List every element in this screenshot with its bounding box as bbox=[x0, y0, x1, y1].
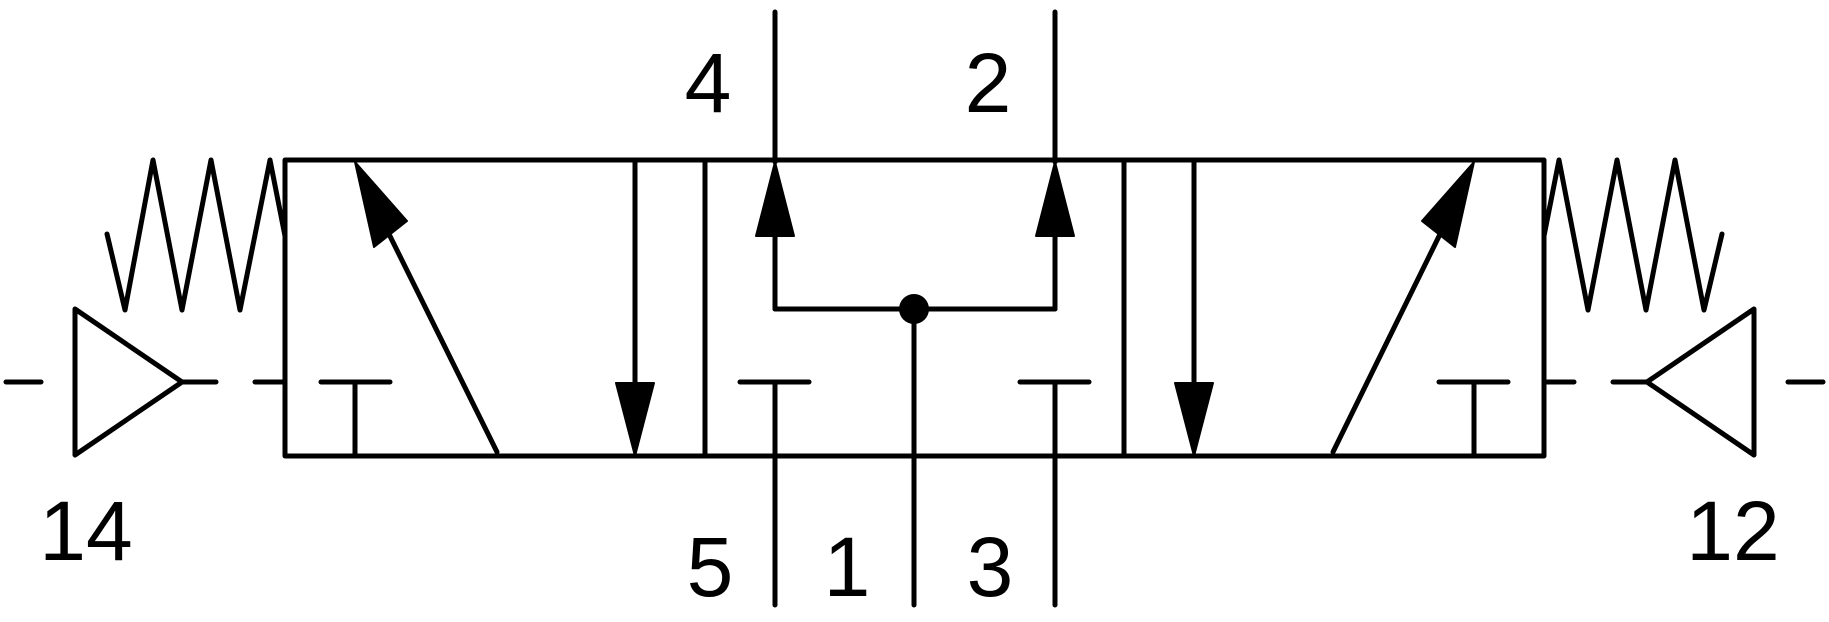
middle-envelope bbox=[737, 161, 1092, 459]
left-pilot-icon bbox=[3, 306, 288, 458]
middle-blocked-port-left bbox=[737, 379, 812, 459]
left-spring-icon bbox=[104, 157, 288, 313]
port-label-4: 4 bbox=[685, 36, 732, 130]
port-label-12: 12 bbox=[1686, 484, 1779, 578]
right-down-arrowhead bbox=[1174, 382, 1214, 457]
right-envelope bbox=[1174, 157, 1511, 459]
right-blocked-port bbox=[1436, 379, 1511, 459]
junction-dot bbox=[899, 294, 929, 324]
left-diagonal-arrowhead bbox=[354, 161, 408, 248]
right-pilot-icon bbox=[1541, 306, 1826, 458]
left-blocked-port bbox=[318, 379, 393, 459]
port-label-1: 1 bbox=[824, 520, 871, 614]
port-label-5: 5 bbox=[687, 520, 734, 614]
left-down-arrowhead bbox=[615, 382, 655, 457]
left-diagonal-flow-line bbox=[380, 219, 500, 455]
port-label-3: 3 bbox=[967, 520, 1014, 614]
right-diagonal-arrowhead bbox=[1421, 161, 1475, 248]
middle-left-up-arrowhead bbox=[755, 161, 795, 237]
middle-right-up-arrowhead bbox=[1035, 161, 1075, 237]
middle-blocked-port-right bbox=[1017, 379, 1092, 459]
port-label-14: 14 bbox=[39, 484, 132, 578]
left-envelope bbox=[318, 157, 655, 459]
right-spring-icon bbox=[1541, 157, 1725, 313]
right-diagonal-flow-line bbox=[1330, 219, 1449, 455]
port-label-2: 2 bbox=[965, 36, 1012, 130]
